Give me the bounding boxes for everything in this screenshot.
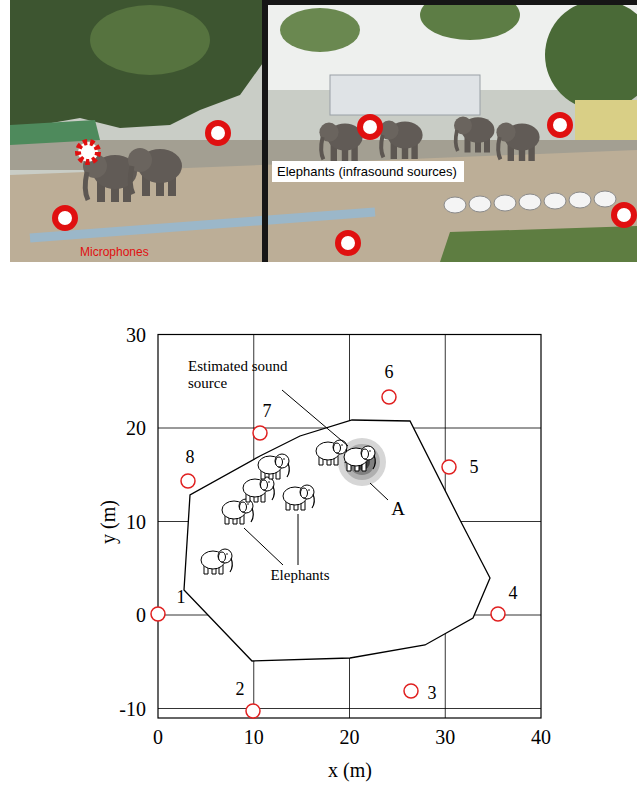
photo-elephants (83, 117, 540, 203)
microphone-number: 7 (263, 401, 272, 422)
label-anchor: -10 (119, 697, 146, 720)
grid-lines (158, 335, 541, 719)
label-anchor: x (m) (328, 759, 372, 782)
label-anchor: 0 (153, 726, 163, 749)
tick-label: 10 (126, 510, 146, 533)
top-bar (262, 0, 637, 5)
label-anchor: 7 (263, 401, 272, 422)
tick-label: 10 (244, 726, 264, 749)
label-anchor: 2 (236, 679, 245, 700)
microphone-number: 4 (509, 583, 518, 604)
label-anchor: 0 (136, 604, 146, 627)
curb (30, 212, 375, 238)
caption-box: Elephants (infrasound sources) (272, 161, 464, 182)
tick-label: 30 (435, 726, 455, 749)
tree (420, 0, 520, 40)
tick-label: 0 (136, 604, 146, 627)
tree (280, 8, 360, 52)
label-anchor: 20 (340, 726, 360, 749)
label-anchor: 10 (126, 510, 146, 533)
label-anchor: 3 (428, 683, 437, 704)
leader-lines (244, 390, 388, 565)
label-anchor: 6 (385, 362, 394, 383)
pole (262, 0, 268, 262)
tree (90, 5, 210, 75)
microphone-number: 8 (186, 447, 195, 468)
plot-frame (158, 335, 541, 719)
axis-title: x (m) (328, 759, 372, 782)
chart (151, 335, 541, 719)
enclosure-outline (184, 420, 490, 661)
node-text: Elephants (infrasound sources) (277, 164, 459, 179)
microphone-number: 1 (177, 587, 186, 608)
label-anchor: Microphones (80, 246, 149, 260)
tick-label: 0 (153, 726, 163, 749)
label-anchor: A (391, 498, 405, 520)
tick-label: -10 (119, 697, 146, 720)
microphone-number: 2 (236, 679, 245, 700)
ground (10, 150, 637, 262)
photo-label: Microphones (80, 246, 149, 260)
callout-label: Estimated sound source (188, 358, 288, 391)
label-anchor: Elephants (270, 567, 329, 584)
microphone-markers (55, 115, 634, 253)
label-anchor: 10 (244, 726, 264, 749)
label-anchor: 5 (470, 457, 479, 478)
tree (545, 0, 637, 110)
elephant-icons (201, 440, 375, 574)
tires (444, 191, 616, 213)
photo (10, 0, 637, 262)
microphone-number: 3 (428, 683, 437, 704)
label-anchor: 20 (126, 417, 146, 440)
tick-label: 20 (126, 417, 146, 440)
label-anchor: 4 (509, 583, 518, 604)
label-anchor: 40 (531, 726, 551, 749)
building (330, 75, 480, 115)
axis-title: y (m) (97, 500, 120, 544)
label-anchor: 30 (435, 726, 455, 749)
tree (10, 0, 265, 130)
microphone-circles (151, 390, 505, 718)
tick-label: 40 (531, 726, 551, 749)
callout-label: A (391, 498, 405, 520)
microphone-number: 6 (385, 362, 394, 383)
label-anchor: y (m) (97, 500, 120, 544)
label-anchor: 8 (186, 447, 195, 468)
label-anchor: 1 (177, 587, 186, 608)
label-anchor: 30 (126, 323, 146, 346)
microphone-number: 5 (470, 457, 479, 478)
label-anchor: Estimated sound source (188, 358, 288, 391)
hedge (440, 226, 637, 262)
photo-ground (10, 0, 637, 262)
tick-label: 30 (126, 323, 146, 346)
tick-label: 20 (340, 726, 360, 749)
callout-label: Elephants (270, 567, 329, 584)
